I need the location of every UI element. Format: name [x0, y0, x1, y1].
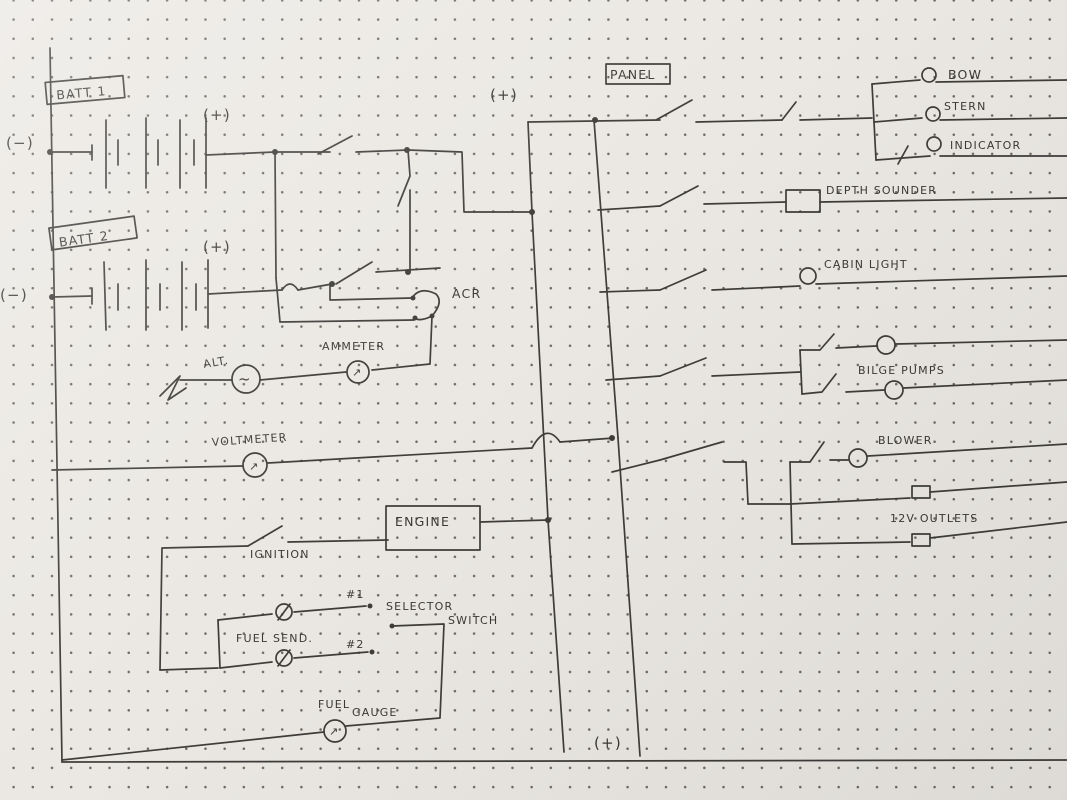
selector-1-label: #1 — [346, 588, 365, 601]
depth-sounder-circuit: DEPTH SOUNDER — [597, 184, 1067, 213]
bilge-pumps-label: BILGE PUMPS — [858, 364, 945, 377]
selector-switch-label-2: SWITCH — [448, 614, 498, 627]
panel-label-box — [605, 63, 671, 85]
selector-switch-label-1: SELECTOR — [386, 600, 453, 613]
selector-2-label: #2 — [346, 638, 365, 651]
outlets-label: 12V OUTLETS — [890, 512, 978, 525]
bilge-pumps-circuit: BILGE PUMPS — [605, 333, 1067, 400]
voltmeter-label: VOLTMETER — [211, 431, 288, 449]
ammeter-label: AMMETER — [322, 340, 385, 353]
battery-1: BATT 1 (−) (+) — [6, 74, 276, 189]
indicator-label: INDICATOR — [950, 139, 1021, 152]
ignition-label: IGNITION — [250, 548, 310, 561]
ignition-engine-circuit: ENGINE IGNITION — [159, 505, 549, 671]
alternator-symbol: ~ — [238, 370, 252, 388]
voltmeter-symbol: ↗ — [249, 460, 259, 473]
batt1-label-box — [44, 74, 126, 106]
positive-top-label: (+) — [490, 86, 518, 104]
blower-label: BLOWER — [878, 434, 933, 447]
batt2-positive-label: (+) — [203, 238, 231, 256]
ammeter: ↗ AMMETER — [322, 340, 385, 384]
fuel-send-label: FUEL SEND. — [236, 632, 313, 645]
stern-label: STERN — [944, 100, 987, 113]
fuel-gauge: ↗ FUEL GAUGE — [61, 698, 398, 761]
fuel-gauge-label-1: FUEL — [318, 698, 350, 711]
depth-sounder-label: DEPTH SOUNDER — [826, 184, 937, 197]
bow-label: BOW — [948, 67, 982, 82]
fuel-gauge-label-2: GAUGE — [352, 706, 398, 719]
positive-bottom-label: (+) — [594, 734, 622, 752]
cabin-light-label: CABIN LIGHT — [824, 258, 908, 271]
blower-outlets-circuit: BLOWER 12V OUTLETS — [611, 434, 1067, 547]
engine-label: ENGINE — [395, 514, 450, 529]
acr-label: ACR — [452, 286, 481, 301]
fuel-gauge-symbol: ↗ — [329, 725, 339, 738]
panel-label-group: PANEL — [605, 63, 671, 85]
voltmeter: ↗ VOLTMETER — [51, 431, 615, 478]
batt2-label: BATT 2 — [58, 228, 110, 250]
alternator-label: ALT. — [202, 354, 230, 371]
alternator: ~ ALT. — [159, 354, 347, 401]
panel-label: PANEL — [610, 67, 656, 82]
batt1-positive-label: (+) — [203, 106, 231, 124]
batt2-label-box — [48, 215, 138, 251]
ground-bus — [49, 47, 1067, 763]
nav-lights-circuit: BOW STERN INDICATOR — [655, 67, 1067, 165]
fuel-sender-selector: #1 #2 FUEL SEND. SELECTOR SWITCH — [159, 588, 498, 727]
batt1-label: BATT 1 — [56, 83, 107, 102]
batt2-negative-label: (−) — [0, 286, 28, 304]
ammeter-symbol: ↗ — [352, 366, 362, 379]
battery-switch-wiring — [272, 135, 533, 323]
positive-bus: (+) (+) — [490, 86, 661, 757]
batt1-negative-label: (−) — [6, 134, 34, 152]
acr-relay: ACR — [371, 286, 481, 371]
battery-2: BATT 2 (−) (+) — [0, 215, 283, 331]
cabin-light-circuit: CABIN LIGHT — [599, 258, 1067, 293]
